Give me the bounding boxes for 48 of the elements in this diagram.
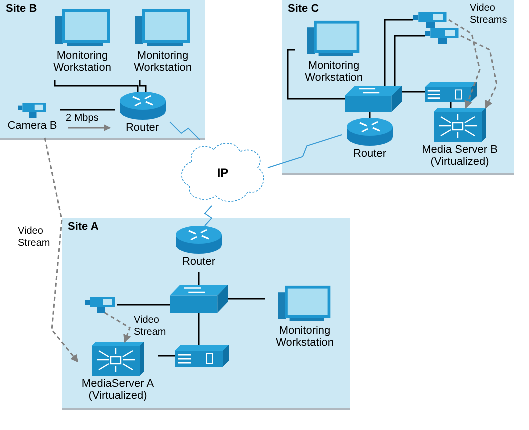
dashed-arrow [104,312,132,343]
server-icon [175,345,229,367]
edge-label: 2 Mbps [66,113,100,125]
connection-line [60,109,115,111]
device-label: Router [182,256,216,268]
panel-title: Site C [288,4,320,15]
camera-icon [425,28,461,44]
connection-line [402,91,425,93]
connection-line [198,272,200,285]
switch-icon [345,86,402,112]
camera-icon [85,297,117,313]
wan-link [268,134,342,168]
panel-title: Site A [68,222,99,233]
connection-line [228,298,265,300]
connection-line [54,80,139,92]
connection-line [287,49,345,100]
wan-link [170,122,200,140]
annotation-label: Video Streams [470,3,508,27]
connection-line [139,80,147,92]
edge-label: Video Stream [134,315,168,339]
site-panel [0,0,205,140]
device-label: Media Server B (Virtualized) [421,144,499,168]
connection-line [158,355,175,357]
device-label: Camera B [8,120,58,132]
device-label: Router [126,122,160,134]
device-label: Router [353,148,387,160]
site-panel [282,0,514,175]
device-label: Monitoring Workstation [275,325,335,349]
server-icon [425,82,477,102]
connection-line [450,102,452,108]
connection-line [394,35,425,86]
site-panel [62,218,350,410]
connection-line [117,304,170,306]
connection-line [198,313,200,345]
dashed-arrow [448,19,481,109]
panel-title: Site B [6,4,38,15]
camera-icon [413,12,449,28]
edge-label: Video Stream [18,226,52,250]
device-label: Monitoring Workstation [304,60,364,84]
device-label: MediaServer A (Virtualized) [80,378,156,402]
connection-line [369,112,371,118]
connection-line [384,19,413,86]
cloud-label: IP [217,165,229,182]
device-label: Monitoring Workstation [133,50,193,74]
switch-icon [170,285,228,313]
dashed-arrow [460,35,498,109]
wan-link [204,206,213,226]
device-label: Monitoring Workstation [52,50,112,74]
